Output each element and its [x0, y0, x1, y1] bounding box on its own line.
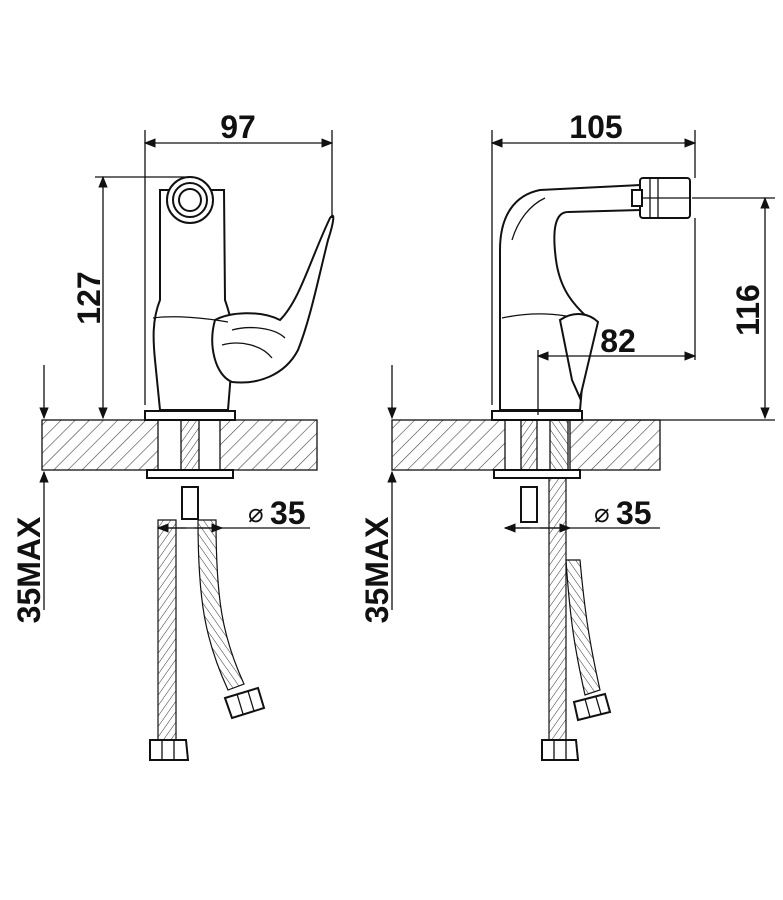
- right-hose-a: [548, 477, 567, 741]
- left-hose-nut-a: [149, 739, 190, 761]
- right-hole-dimension: 35: [616, 495, 652, 531]
- left-lever-handle: [211, 214, 335, 384]
- right-hose-nut-b: [572, 692, 612, 722]
- right-counter-max-dimension: 35MAX: [359, 516, 395, 623]
- right-hose-connector: [520, 486, 538, 523]
- left-counter-max-dimension: 35MAX: [11, 516, 47, 623]
- left-hose-connector: [181, 486, 199, 520]
- left-height-dimension: 127: [71, 271, 107, 324]
- left-diameter-symbol: ⌀: [248, 499, 264, 529]
- left-base-plate: [144, 410, 236, 421]
- right-height-dimension: 116: [730, 284, 766, 336]
- left-width-dimension: 97: [220, 109, 256, 145]
- right-view: 105 116 82 35MAX ⌀ 35: [359, 109, 775, 761]
- right-base-plate: [491, 410, 583, 421]
- left-threaded-stud: [180, 419, 200, 471]
- right-faucet-body: [499, 183, 641, 411]
- right-hose-b: [565, 559, 601, 696]
- left-hose-a: [157, 519, 177, 741]
- left-hose-nut-b: [223, 686, 266, 720]
- right-spout-dimension: 82: [600, 323, 636, 359]
- left-hose-b: [197, 519, 245, 691]
- right-width-dimension: 105: [569, 109, 622, 145]
- right-spout-collar: [631, 189, 643, 207]
- left-aerator-inner: [178, 188, 202, 212]
- left-hole-dimension: 35: [270, 495, 306, 531]
- left-lock-nut: [146, 469, 234, 479]
- right-threaded-stud: [520, 419, 538, 471]
- right-diameter-symbol: ⌀: [594, 499, 610, 529]
- right-lock-nut: [493, 469, 581, 479]
- right-hose-nut-a: [541, 739, 580, 761]
- right-hose-b-top: [549, 419, 569, 471]
- left-view: 97 127 35MAX ⌀ 35: [11, 109, 335, 761]
